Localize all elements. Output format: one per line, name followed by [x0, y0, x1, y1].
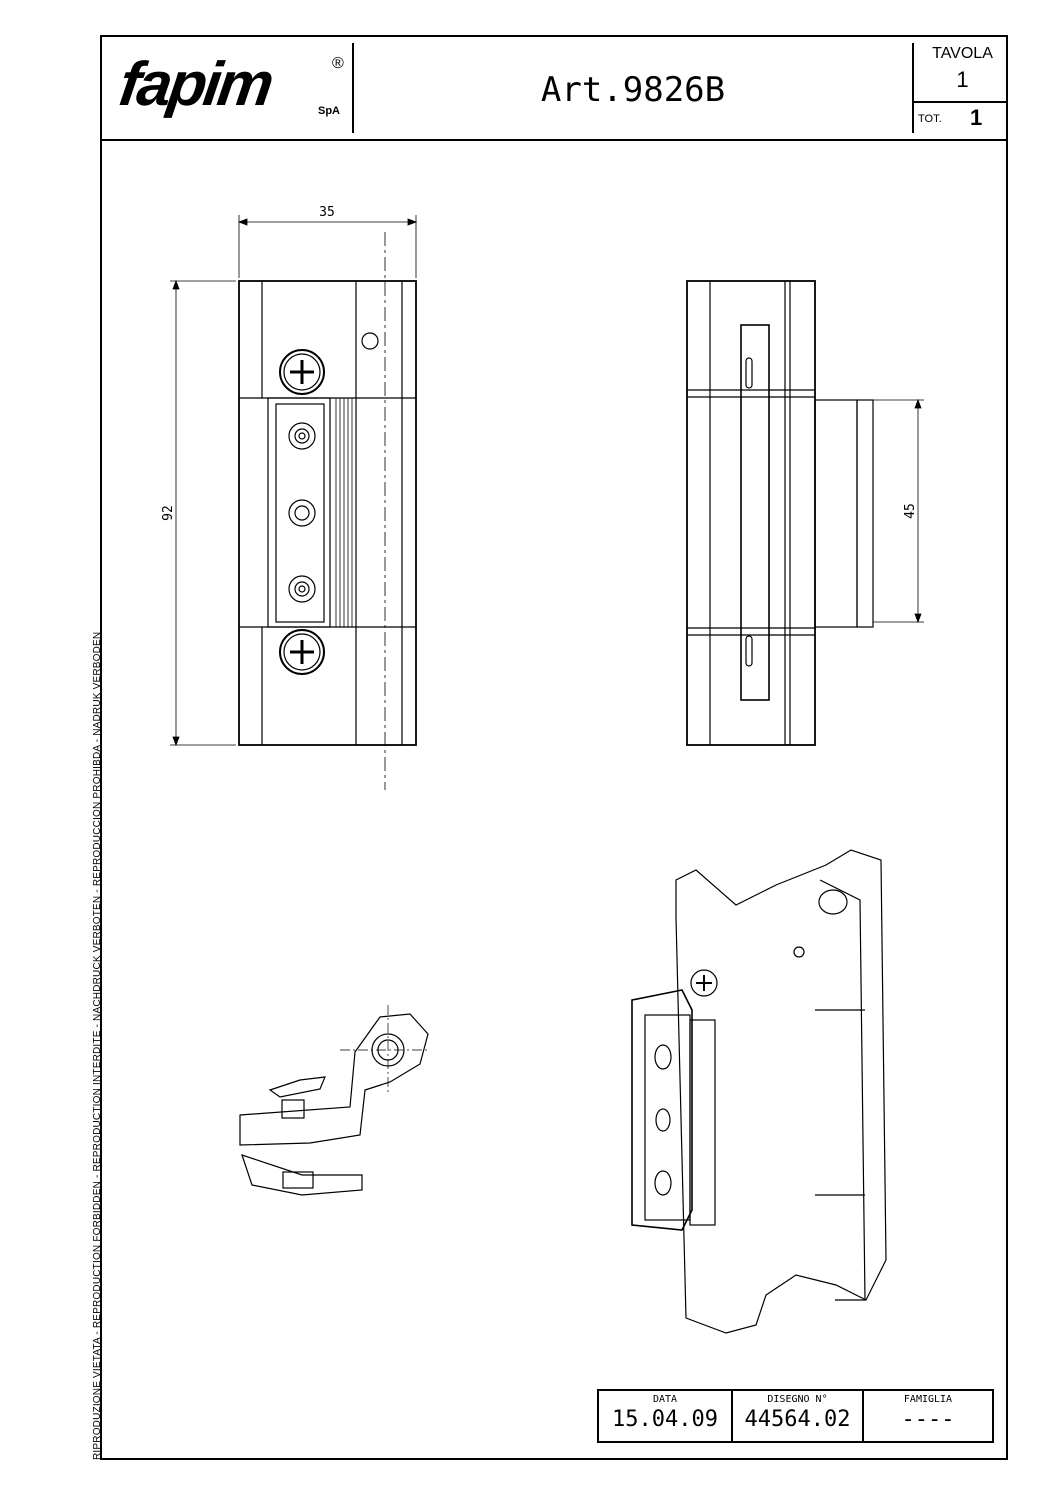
article-title: Art.9826B: [540, 70, 726, 110]
date-value: 15.04.09: [612, 1407, 718, 1432]
header: fapim ® SpA Art.9826B TAVOLA 1 TOT. 1: [100, 35, 1008, 141]
logo-suffix: SpA: [318, 105, 340, 117]
total-number: 1: [970, 105, 983, 130]
family-value: ----: [901, 1407, 955, 1432]
width-dimension-label: 35: [319, 205, 335, 220]
side-view: [686, 280, 874, 746]
isometric-view: [631, 849, 887, 1334]
title-block: DATA 15.04.09 DISEGNO N° 44564.02 FAMIGL…: [597, 1389, 994, 1443]
drawing-number-value: 44564.02: [744, 1407, 851, 1432]
dimension-side-height: [873, 398, 924, 624]
drawing-number-label: DISEGNO N°: [767, 1394, 828, 1405]
registered-mark: ®: [332, 55, 344, 72]
family-label: FAMIGLIA: [903, 1394, 953, 1405]
divider: [912, 43, 914, 133]
sheet-label: TAVOLA: [932, 45, 993, 62]
divider: [352, 43, 354, 133]
cross-section-view: [239, 1005, 430, 1196]
side-height-dimension-label: 45: [903, 503, 918, 519]
sheet-number: 1: [956, 67, 969, 92]
total-label: TOT.: [918, 113, 942, 125]
dimension-width: [237, 215, 418, 278]
height-dimension-label: 92: [161, 505, 176, 521]
front-view: [238, 232, 417, 790]
family-cell: FAMIGLIA ----: [864, 1391, 992, 1441]
fapim-logo: fapim ® SpA: [115, 45, 350, 125]
divider: [912, 101, 1006, 103]
date-label: DATA: [652, 1394, 678, 1405]
drawing-frame: [100, 35, 1008, 1460]
date-cell: DATA 15.04.09: [599, 1391, 733, 1441]
dimension-height: [170, 279, 236, 747]
drawing-number-cell: DISEGNO N° 44564.02: [733, 1391, 864, 1441]
